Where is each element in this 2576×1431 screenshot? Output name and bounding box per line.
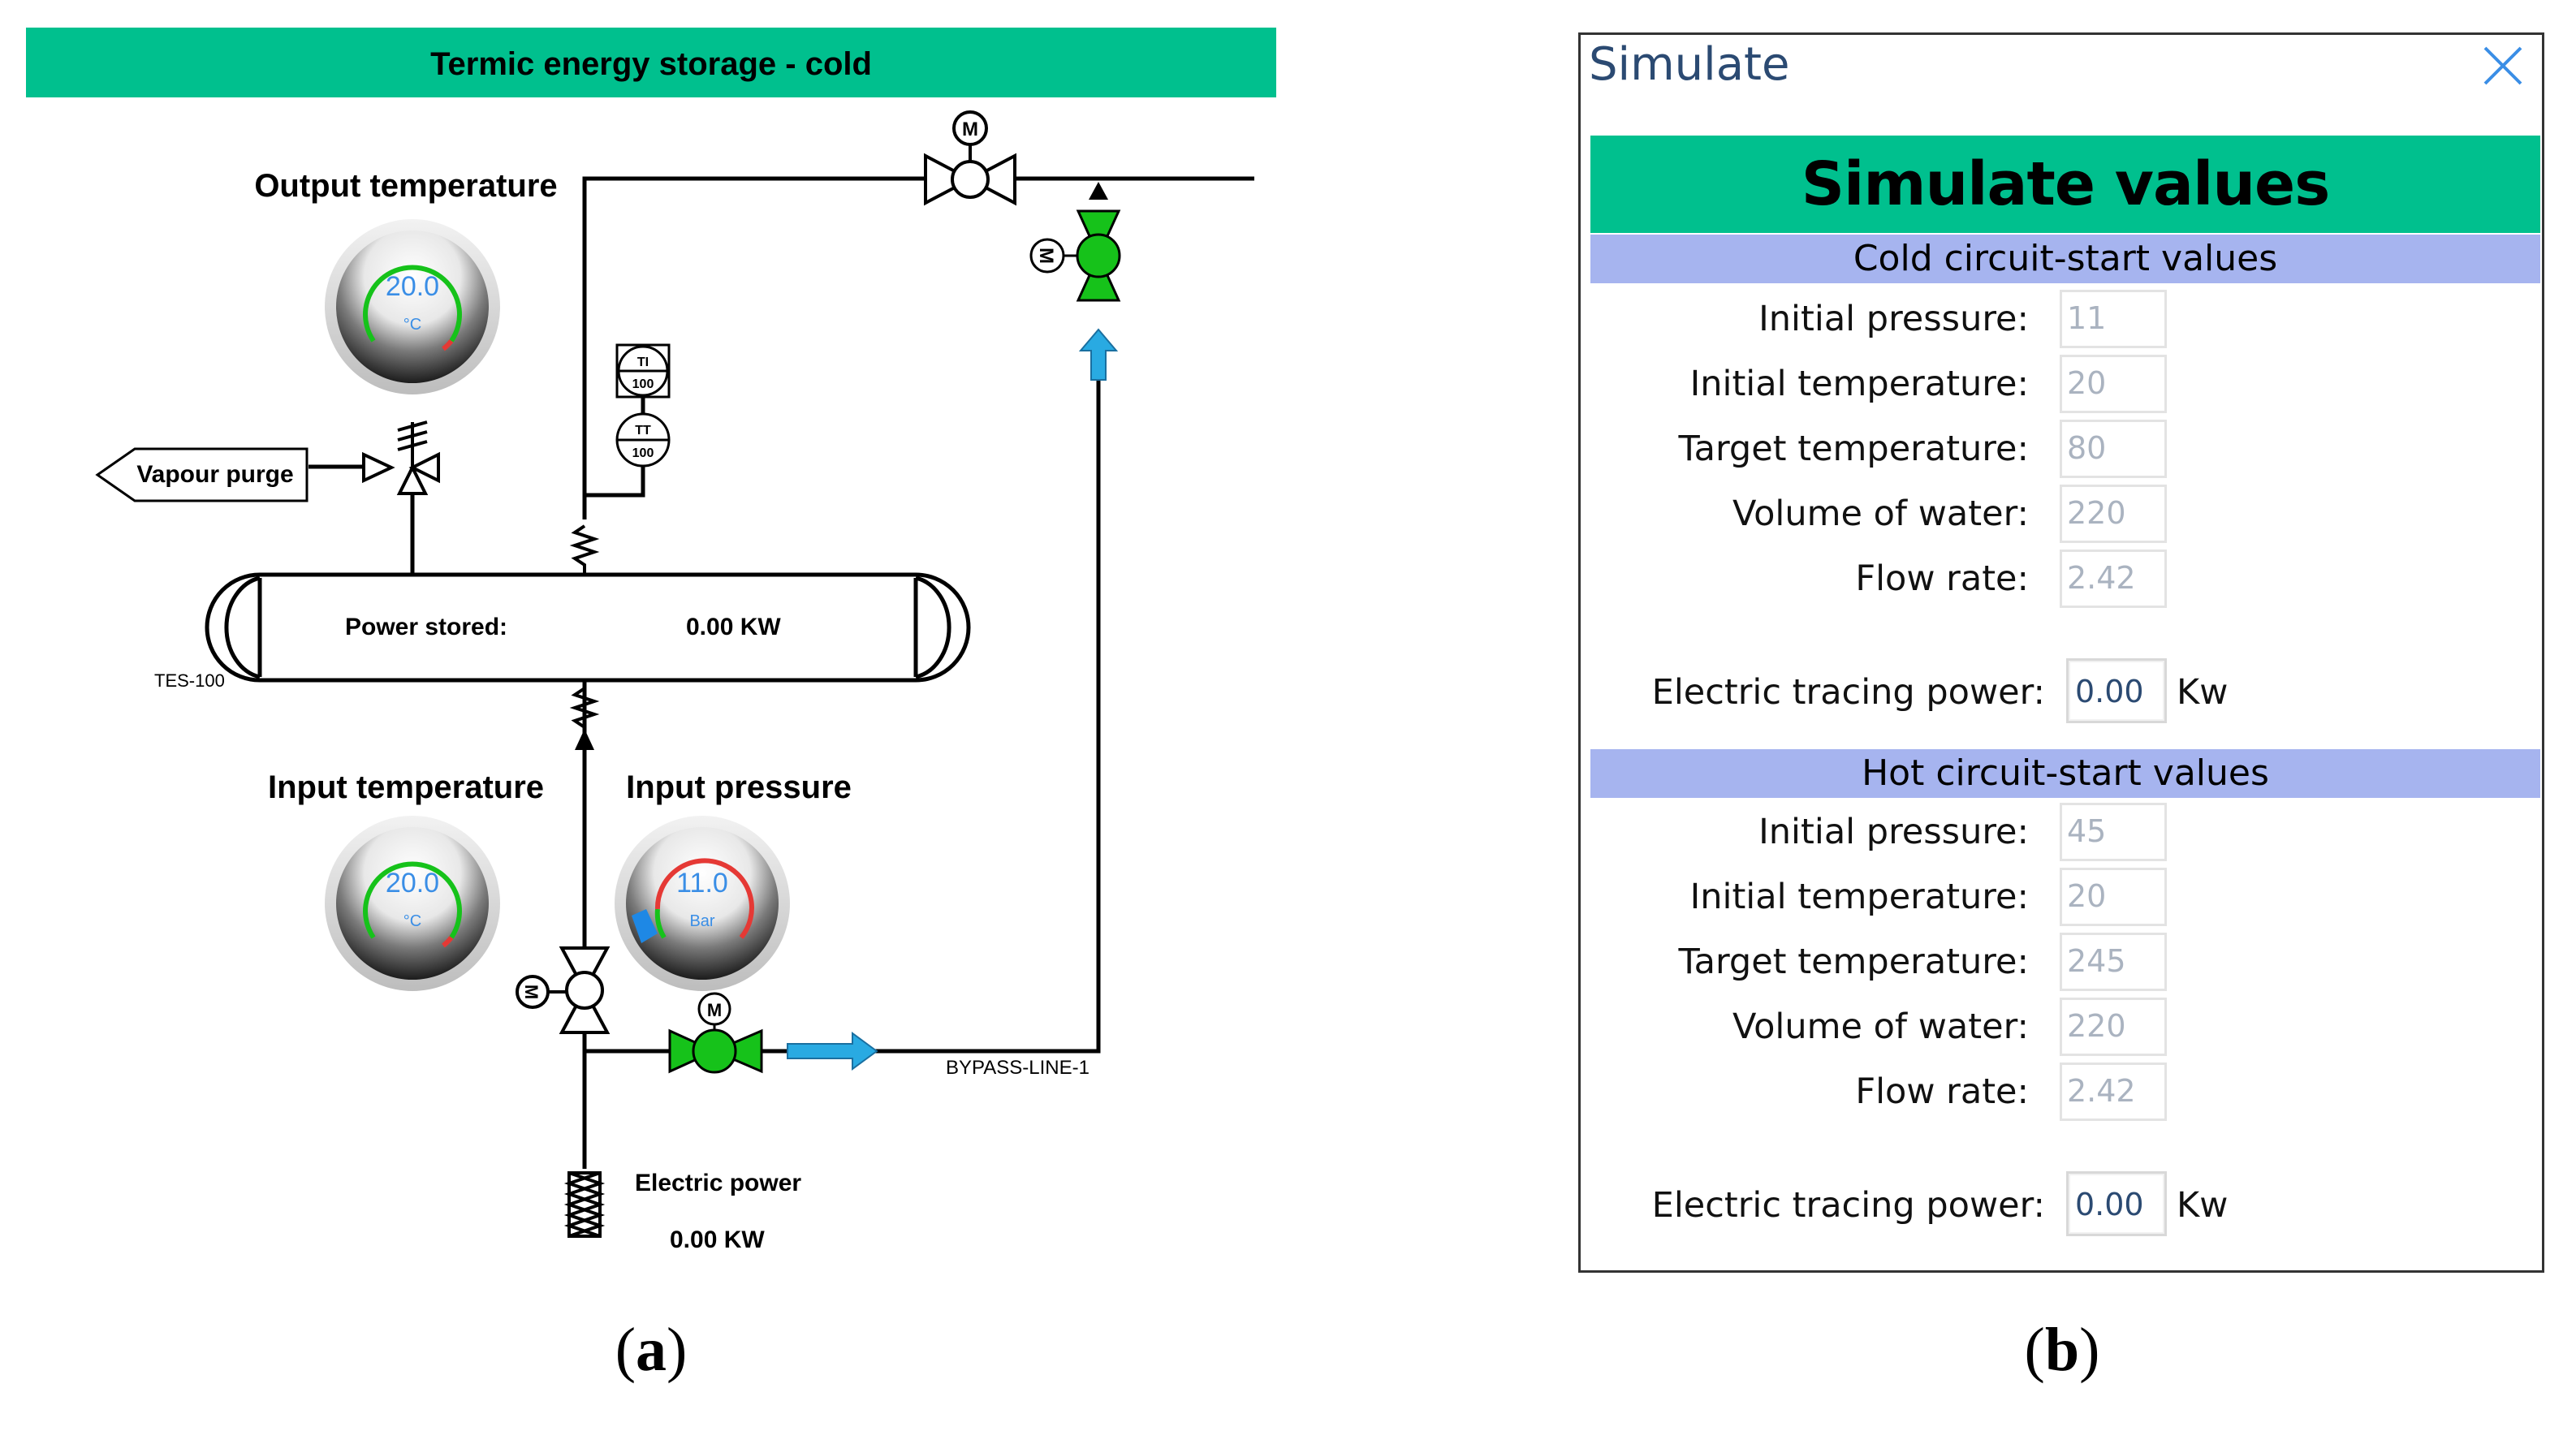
field-label: Initial temperature:: [1689, 877, 2029, 917]
cold-tracing-power-input[interactable]: 0.00: [2066, 658, 2167, 723]
top-valve-icon[interactable]: M: [924, 110, 1016, 206]
cold-initial-pressure-field[interactable]: 11: [2060, 290, 2167, 348]
hot-tracing-row: Electric tracing power: 0.00 Kw: [1590, 1171, 2540, 1239]
input-temperature-label: Input temperature: [268, 769, 544, 805]
cold-tracing-row: Electric tracing power: 0.00 Kw: [1590, 658, 2540, 726]
tt-tag: TT: [635, 424, 651, 437]
input-pressure-gauge-icon: 11.0 Bar: [615, 816, 790, 991]
banner: [26, 28, 1276, 97]
hot-volume-row: Volume of water: 220: [1590, 996, 2540, 1058]
cold-volume-row: Volume of water: 220: [1590, 483, 2540, 545]
nozzle-bottom: [569, 680, 600, 729]
field-label: Flow rate:: [1855, 558, 2029, 599]
flow-right-arrow-icon: [787, 1032, 878, 1071]
input-temperature-unit: °C: [403, 912, 421, 930]
caption-b: (b): [2024, 1316, 2100, 1384]
cold-target-temperature-row: Target temperature: 80: [1590, 418, 2540, 480]
input-temperature-value: 20.0: [386, 868, 439, 899]
cold-target-temperature-field[interactable]: 80: [2060, 420, 2167, 478]
nozzle-top: [569, 524, 600, 575]
tracing-unit: Kw: [2177, 1185, 2229, 1226]
motor-icon: [697, 992, 731, 1026]
motor-icon: [952, 110, 988, 146]
motor-label: M: [1035, 248, 1057, 264]
field-label: Initial pressure:: [1758, 299, 2029, 339]
cold-volume-field[interactable]: 220: [2060, 485, 2167, 543]
input-pressure-value: 11.0: [676, 868, 728, 899]
tank-tag: TES-100: [154, 670, 225, 691]
output-temperature-gauge-icon: 20.0 °C: [325, 219, 500, 394]
cold-initial-temperature-field[interactable]: 20: [2060, 355, 2167, 413]
caption-a-letter: a: [636, 1316, 667, 1384]
cold-flow-rate-field[interactable]: 2.42: [2060, 550, 2167, 608]
motor-label: M: [707, 1000, 722, 1020]
bypass-horizontal-valve-icon[interactable]: M: [668, 992, 763, 1074]
bypass-label: BYPASS-LINE-1: [946, 1057, 1090, 1079]
power-stored-label: Power stored:: [345, 614, 507, 640]
flow-arrow-up-icon: [575, 729, 594, 750]
electric-power-value: 0.00 KW: [670, 1226, 765, 1253]
cold-section-title: Cold circuit-start values: [1590, 235, 2540, 283]
field-label: Target temperature:: [1678, 942, 2029, 982]
simulate-dialog: Simulate Simulate values Cold circuit-st…: [1578, 32, 2544, 1273]
caption-b-letter: b: [2044, 1316, 2080, 1384]
vapour-purge-label: Vapour purge: [136, 461, 293, 488]
ti-num: 100: [632, 377, 654, 391]
hot-volume-field[interactable]: 220: [2060, 998, 2167, 1056]
cold-initial-temperature-row: Initial temperature: 20: [1590, 353, 2540, 415]
dialog-title: Simulate: [1589, 38, 1790, 91]
heater-icon: [563, 1171, 606, 1238]
hot-flow-rate-row: Flow rate: 2.42: [1590, 1061, 2540, 1123]
inlet-valve-icon[interactable]: M: [516, 946, 611, 1034]
hot-target-temperature-field[interactable]: 245: [2060, 933, 2167, 991]
field-label: Initial temperature:: [1689, 364, 2029, 404]
tracing-label: Electric tracing power:: [1651, 1185, 2045, 1226]
ti-tag: TI: [637, 356, 649, 369]
tt-num: 100: [632, 446, 654, 460]
field-label: Volume of water:: [1732, 494, 2029, 534]
electric-power-label: Electric power: [635, 1170, 801, 1196]
hot-target-temperature-row: Target temperature: 245: [1590, 931, 2540, 993]
ti-100-indicator-icon: TI 100: [615, 343, 671, 399]
output-temperature-unit: °C: [403, 316, 421, 334]
input-pressure-unit: Bar: [689, 912, 714, 930]
hot-initial-temperature-row: Initial temperature: 20: [1590, 866, 2540, 928]
field-label: Initial pressure:: [1758, 812, 2029, 852]
field-label: Target temperature:: [1678, 429, 2029, 469]
cold-flow-rate-row: Flow rate: 2.42: [1590, 548, 2540, 610]
junction-arrow-icon: [1089, 182, 1108, 200]
flow-up-arrow-icon: [1078, 328, 1119, 381]
output-temperature-label: Output temperature: [254, 168, 557, 204]
power-stored-value: 0.00 KW: [686, 614, 781, 640]
caption-a: (a): [615, 1316, 688, 1384]
tracing-unit: Kw: [2177, 672, 2229, 713]
tracing-label: Electric tracing power:: [1651, 672, 2045, 713]
output-temperature-value: 20.0: [386, 271, 439, 302]
vapour-purge-tag: Vapour purge: [95, 447, 309, 502]
input-temperature-gauge-icon: 20.0 °C: [325, 816, 500, 991]
motor-icon: [1029, 238, 1065, 274]
motor-label: M: [521, 985, 542, 999]
cold-initial-pressure-row: Initial pressure: 11: [1590, 288, 2540, 350]
close-icon[interactable]: [2479, 41, 2527, 90]
tank-tes-100: Power stored: 0.00 KW TES-100: [154, 572, 971, 691]
simulate-values-header: Simulate values: [1590, 136, 2540, 233]
hot-initial-pressure-field[interactable]: 45: [2060, 803, 2167, 861]
hot-tracing-power-input[interactable]: 0.00: [2066, 1171, 2167, 1236]
motor-icon: [516, 975, 550, 1009]
bypass-vertical-valve-icon[interactable]: M: [1029, 209, 1121, 302]
input-pressure-label: Input pressure: [626, 769, 852, 805]
hot-initial-temperature-field[interactable]: 20: [2060, 868, 2167, 926]
hot-section-title: Hot circuit-start values: [1590, 749, 2540, 798]
hot-flow-rate-field[interactable]: 2.42: [2060, 1062, 2167, 1121]
tt-100-transmitter-icon: TT 100: [615, 412, 671, 468]
field-label: Flow rate:: [1855, 1071, 2029, 1112]
banner-title: Termic energy storage - cold: [430, 46, 872, 82]
relief-valve-icon: [362, 420, 440, 495]
field-label: Volume of water:: [1732, 1006, 2029, 1047]
pipes: [309, 176, 1254, 1169]
hot-initial-pressure-row: Initial pressure: 45: [1590, 801, 2540, 863]
motor-label: M: [962, 119, 978, 140]
